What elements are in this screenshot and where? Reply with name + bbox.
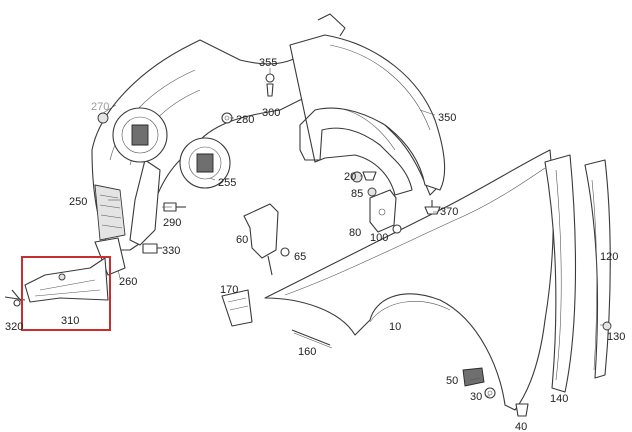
label-100: 100: [370, 232, 388, 244]
label-300: 300: [262, 107, 280, 119]
label-120: 120: [600, 251, 618, 263]
bracket-80[interactable]: [369, 189, 397, 233]
label-30: 30: [470, 391, 482, 403]
label-255: 255: [218, 177, 236, 189]
label-60: 60: [236, 234, 248, 246]
label-170: 170: [220, 284, 238, 296]
seal-strip-160[interactable]: [291, 329, 333, 349]
label-140: 140: [550, 393, 568, 405]
highlight-box-310: [21, 256, 111, 331]
label-80: 80: [349, 227, 361, 239]
leader-lines: [102, 68, 604, 397]
part-labels: 355 270 280 300 350 255 250 290 330 260 …: [5, 57, 625, 432]
label-350: 350: [438, 112, 456, 124]
label-330: 330: [162, 245, 180, 257]
fastener-20[interactable]: [362, 171, 377, 181]
clip-130[interactable]: [602, 321, 612, 331]
fender-10[interactable]: [264, 149, 554, 411]
label-355: 355: [259, 57, 277, 69]
label-290: 290: [163, 217, 181, 229]
label-310: 310: [61, 315, 79, 327]
clip-40[interactable]: [515, 403, 529, 417]
label-320: 320: [5, 321, 23, 333]
label-10: 10: [389, 321, 401, 333]
label-260: 260: [119, 276, 137, 288]
label-370: 370: [440, 206, 458, 218]
fastener-270[interactable]: [97, 112, 109, 124]
label-250: 250: [69, 196, 87, 208]
bracket-170[interactable]: [221, 289, 253, 327]
fastener-65[interactable]: [280, 247, 290, 257]
label-85: 85: [351, 188, 363, 200]
label-65: 65: [294, 251, 306, 263]
trim-strip-140[interactable]: [544, 154, 577, 393]
label-50: 50: [446, 375, 458, 387]
label-280: 280: [236, 114, 254, 126]
fastener-85[interactable]: [367, 187, 377, 197]
seal-120[interactable]: [584, 159, 611, 379]
label-40: 40: [515, 421, 527, 432]
label-20: 20: [344, 171, 356, 183]
cover-plate-255[interactable]: [179, 137, 231, 189]
lower-shield-310[interactable]: [4, 257, 109, 307]
label-130: 130: [607, 331, 625, 343]
cover-plate-280[interactable]: [112, 107, 168, 163]
label-270: 270: [91, 101, 109, 113]
front-liner-350[interactable]: [289, 13, 446, 196]
cap-50[interactable]: [462, 367, 485, 387]
fastener-100[interactable]: [392, 224, 402, 234]
label-160: 160: [298, 346, 316, 358]
fastener-330[interactable]: [142, 243, 162, 254]
bracket-60[interactable]: [243, 203, 279, 276]
screw-30[interactable]: [484, 387, 496, 399]
